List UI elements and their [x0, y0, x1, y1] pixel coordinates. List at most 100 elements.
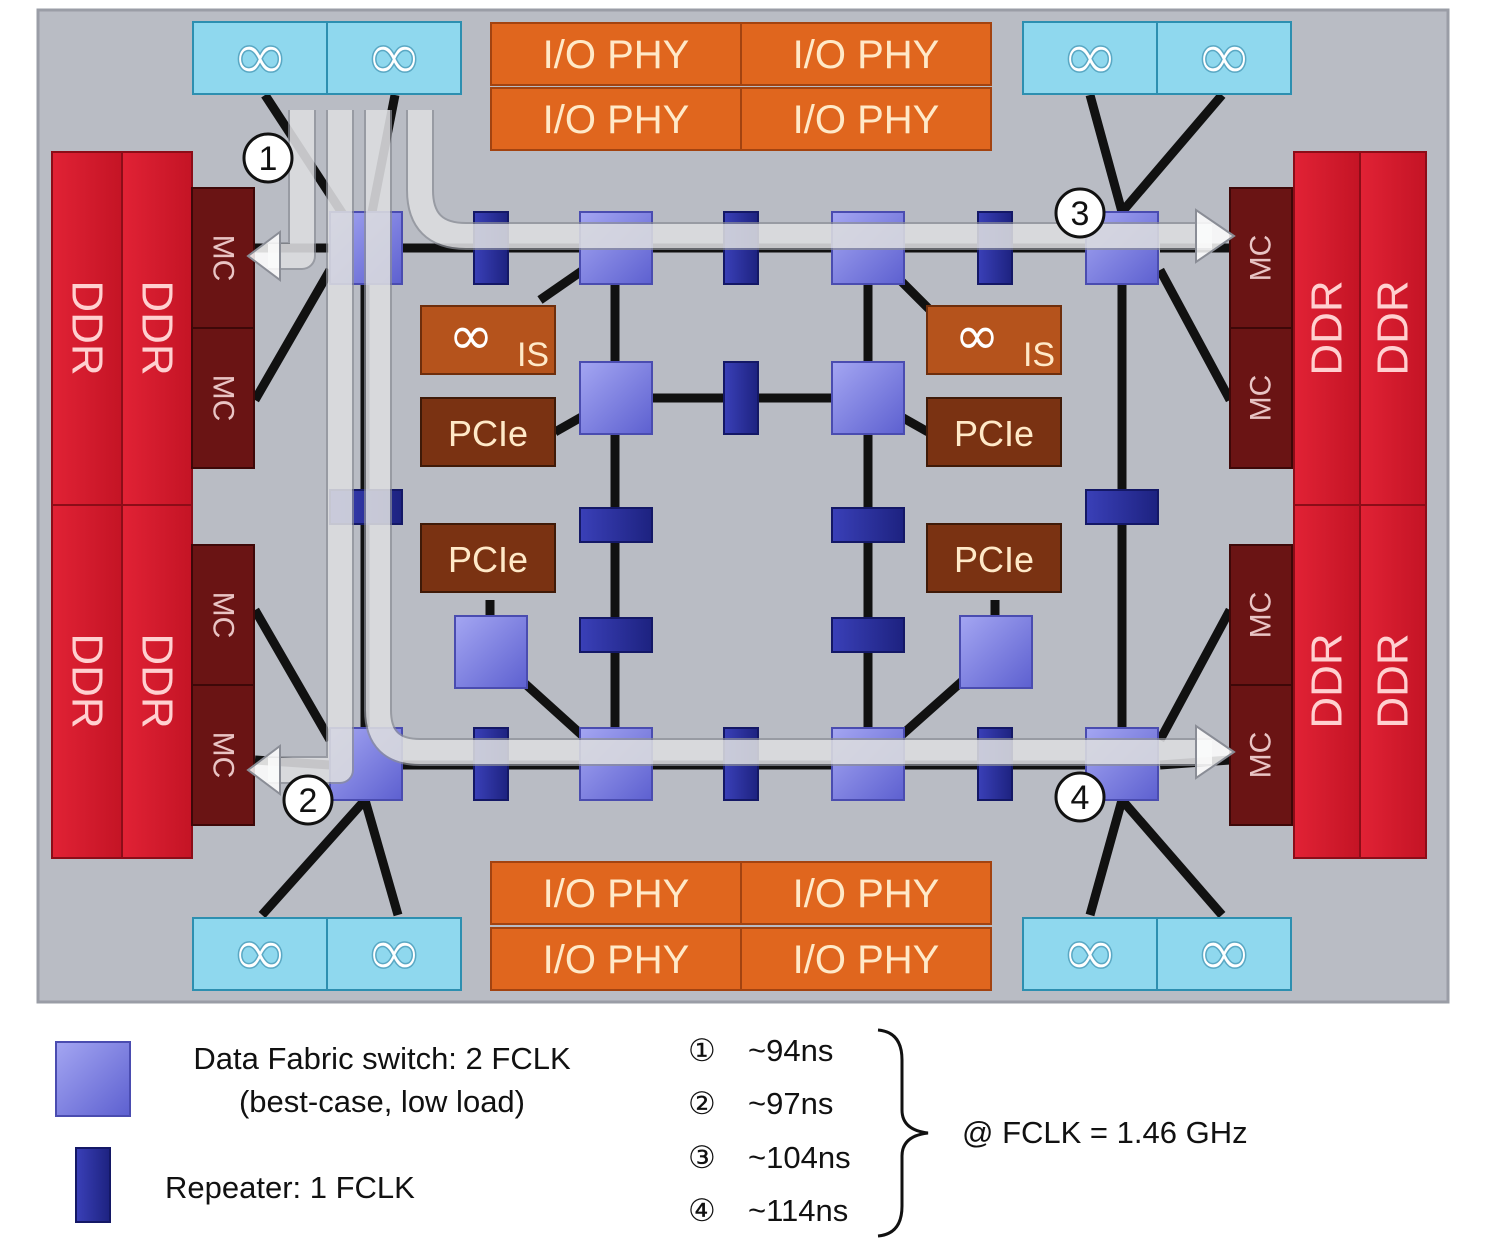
io-phy-label: I/O PHY — [793, 98, 940, 142]
path-marker-number: 2 — [299, 782, 318, 820]
latency-marker-3: ③ — [688, 1140, 716, 1175]
mc-label: MC — [207, 732, 240, 779]
functional-blocks: I/O PHY I/O PHY I/O PHY I/O PHY I/O PHY I/O P… — [51, 14, 1427, 994]
legend-repeater-swatch — [75, 1147, 111, 1223]
path-marker-number: 1 — [259, 140, 278, 178]
infinity-icon: ∞ — [1195, 15, 1253, 97]
ddr-label: DDR — [133, 633, 182, 728]
pcie-block — [420, 523, 556, 593]
wire-segment — [1118, 797, 1226, 918]
io-phy-label: I/O PHY — [793, 33, 940, 77]
infinity-scalable-block — [420, 305, 556, 375]
infinity-link-block — [326, 917, 462, 991]
fabric-switch-node — [831, 361, 905, 435]
io-phy-block — [740, 87, 992, 151]
wire-segment — [251, 267, 334, 403]
fabric-switch-node — [959, 615, 1033, 689]
latency-marker-4: ④ — [688, 1193, 716, 1228]
ddr-label: DDR — [1369, 280, 1418, 375]
mc-label: MC — [1245, 732, 1278, 779]
mc-label: MC — [1245, 235, 1278, 282]
wire-segment — [258, 796, 369, 919]
infinity-icon: ∞ — [1061, 911, 1119, 993]
repeater-node — [1085, 489, 1159, 525]
fabric-switch-node — [454, 615, 528, 689]
io-phy-block — [490, 927, 742, 991]
infinity-icon: ∞ — [231, 911, 289, 993]
ddr-label: DDR — [133, 280, 182, 375]
pcie-block — [420, 397, 556, 467]
ddr-block — [1359, 504, 1427, 859]
repeater-node — [831, 617, 905, 653]
repeater-node — [723, 361, 759, 435]
path-arrowhead — [246, 230, 281, 282]
io-phy-block — [490, 87, 742, 151]
pcie-label: PCIe — [448, 413, 528, 454]
ddr-label: DDR — [63, 280, 112, 375]
latency-value-3: ~104ns — [748, 1140, 851, 1175]
latency-path — [408, 110, 1212, 248]
pcie-label: PCIe — [954, 413, 1034, 454]
infinity-icon: ∞ — [449, 304, 494, 367]
io-phy-label: I/O PHY — [543, 872, 690, 916]
wire-segment — [1156, 267, 1234, 403]
infinity-icon: ∞ — [365, 911, 423, 993]
io-phy-block — [740, 22, 992, 86]
legend-switch-swatch — [55, 1041, 131, 1117]
mc-label: MC — [1245, 592, 1278, 639]
memory-controller-block — [1229, 187, 1293, 329]
latency-brace — [877, 1028, 929, 1238]
legend-frequency: @ FCLK = 1.46 GHz — [962, 1115, 1248, 1150]
repeater-node — [579, 507, 653, 543]
infinity-link-block — [1156, 917, 1292, 991]
wire-segment — [360, 798, 403, 917]
pcie-block — [926, 523, 1062, 593]
infinity-icon: ∞ — [365, 15, 423, 97]
infinity-link-block — [1022, 21, 1158, 95]
memory-controller-block — [1229, 544, 1293, 686]
latency-value-1: ~94ns — [748, 1033, 833, 1068]
infinity-link-block — [192, 21, 328, 95]
legend-switch-line1: Data Fabric switch: 2 FCLK — [193, 1041, 571, 1076]
path-marker-number: 3 — [1071, 195, 1090, 233]
wire-segment — [251, 607, 334, 743]
io-phy-label: I/O PHY — [793, 872, 940, 916]
ddr-label: DDR — [1369, 633, 1418, 728]
path-arrowhead — [1195, 724, 1236, 780]
ddr-label: DDR — [1303, 633, 1352, 728]
wire-segment — [1156, 607, 1234, 743]
wire-segment — [1085, 798, 1127, 917]
legend-switch-line2: (best-case, low load) — [239, 1084, 525, 1119]
path-arrowhead — [246, 744, 281, 796]
legend: Data Fabric switch: 2 FCLK (best-case, l… — [55, 1028, 1248, 1238]
ddr-block — [121, 504, 193, 859]
infinity-link-block — [326, 21, 462, 95]
wire-segment — [1085, 93, 1127, 214]
latency-value-4: ~114ns — [748, 1193, 848, 1228]
infinity-link-block — [192, 917, 328, 991]
latency-path — [366, 110, 1212, 764]
latency-paths — [246, 110, 1236, 796]
path-marker-circle — [1054, 187, 1106, 239]
ddr-label: DDR — [63, 633, 112, 728]
infinity-link-block — [1156, 21, 1292, 95]
latency-marker-1: ① — [688, 1033, 716, 1068]
latency-marker-2: ② — [688, 1086, 716, 1121]
latency-value-2: ~97ns — [748, 1086, 833, 1121]
io-phy-label: I/O PHY — [793, 938, 940, 982]
memory-controller-block — [191, 684, 255, 826]
mc-label: MC — [207, 592, 240, 639]
wire-segment — [1118, 92, 1226, 215]
path-marker-circle — [282, 774, 334, 826]
io-phy-label: I/O PHY — [543, 98, 690, 142]
ddr-label: DDR — [1303, 280, 1352, 375]
ddr-block — [1359, 151, 1427, 506]
path-marker-number: 4 — [1071, 779, 1090, 817]
infinity-icon: ∞ — [1061, 15, 1119, 97]
is-label: IS — [517, 336, 549, 374]
io-phy-block — [740, 927, 992, 991]
mc-label: MC — [207, 375, 240, 422]
ddr-block — [1293, 151, 1361, 506]
infinity-icon: ∞ — [1195, 911, 1253, 993]
memory-controller-block — [1229, 327, 1293, 469]
